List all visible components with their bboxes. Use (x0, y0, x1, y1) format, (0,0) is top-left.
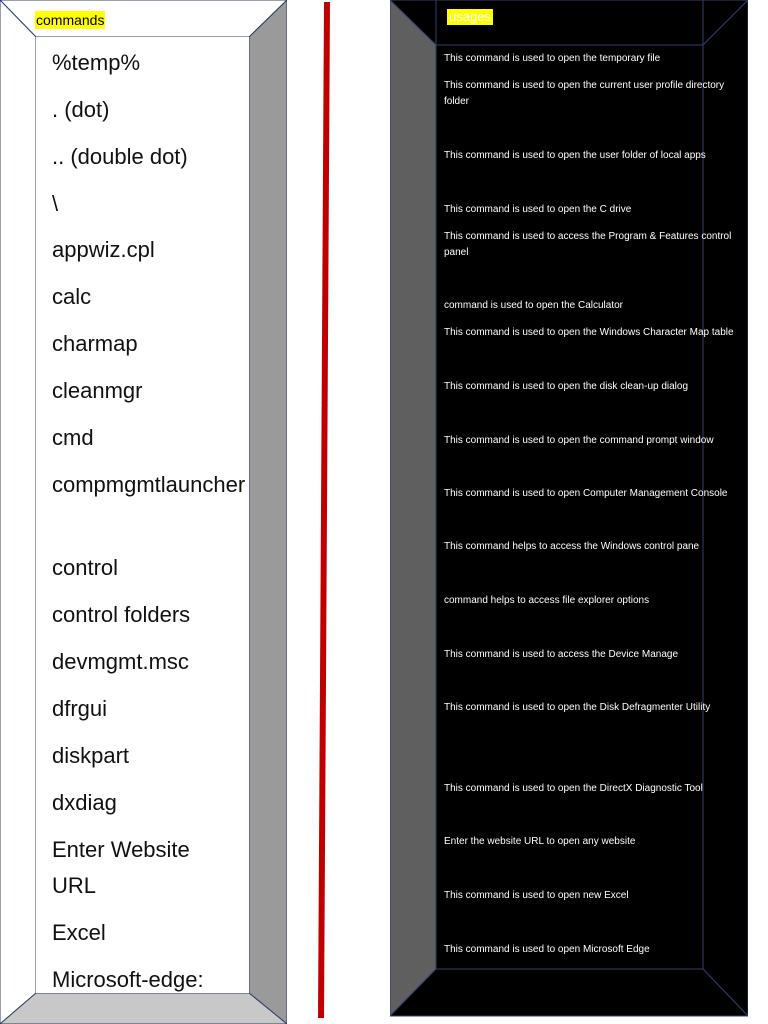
command-item: \ (52, 191, 59, 216)
usage-item: command helps to access file explorer op… (444, 595, 650, 606)
usage-item: This command is used to open new Excel (444, 890, 629, 901)
usage-item: This command is used to open the current… (444, 80, 725, 107)
command-item: control (52, 555, 119, 580)
usages-panel: usages This command is used to open the … (390, 0, 748, 1018)
command-item: dfrgui (52, 696, 108, 721)
command-item: dxdiag (52, 790, 117, 815)
commands-list: %temp% . (dot) .. (double dot) \ appwiz.… (36, 37, 249, 993)
usage-item: This command is used to open Microsoft E… (444, 944, 650, 955)
command-item: Enter Website URL (52, 837, 190, 898)
command-item: Excel (52, 920, 106, 945)
usage-item: This command is used to open Computer Ma… (444, 488, 728, 499)
usage-item: This command is used to open the tempora… (444, 53, 661, 64)
usage-item: This command is used to open the Windows… (444, 327, 734, 338)
command-item: charmap (52, 331, 138, 356)
command-item: appwiz.cpl (52, 237, 155, 262)
usages-panel-bevel (390, 0, 748, 1017)
command-item: Microsoft-edge: (52, 967, 204, 992)
command-item: .. (double dot) (52, 144, 188, 169)
usage-item: This command is used to open the DirectX… (444, 783, 703, 794)
command-item: devmgmt.msc (52, 649, 189, 674)
usage-item: This command is used to open the disk cl… (444, 381, 689, 392)
command-item: compmgmtlauncher (52, 472, 246, 497)
usage-item: This command is used to open the user fo… (444, 150, 706, 161)
command-item: %temp% (52, 50, 141, 75)
usages-list: This command is used to open the tempora… (436, 45, 746, 969)
command-item: diskpart (52, 743, 130, 768)
usage-item: This command is used to access the Devic… (444, 649, 678, 660)
command-item: calc (52, 284, 92, 309)
usage-item: Enter the website URL to open any websit… (444, 836, 636, 847)
command-item: cleanmgr (52, 378, 143, 403)
usages-heading: usages (447, 9, 493, 25)
command-item: control folders (52, 602, 191, 627)
usage-item: command is used to open the Calculator (444, 300, 623, 311)
command-item: . (dot) (52, 97, 110, 122)
usage-item: This command is used to open the Disk De… (444, 702, 711, 713)
usage-item: This command is used to access the Progr… (444, 231, 732, 258)
red-divider-line (318, 2, 330, 1018)
commands-panel: %temp% . (dot) .. (double dot) \ appwiz.… (0, 0, 287, 1024)
commands-heading: commands (35, 11, 106, 29)
usage-item: This command is used to open the command… (444, 435, 714, 446)
usage-item: This command helps to access the Windows… (444, 541, 700, 552)
command-item: cmd (52, 425, 94, 450)
usage-item: This command is used to open the C drive (444, 204, 632, 215)
